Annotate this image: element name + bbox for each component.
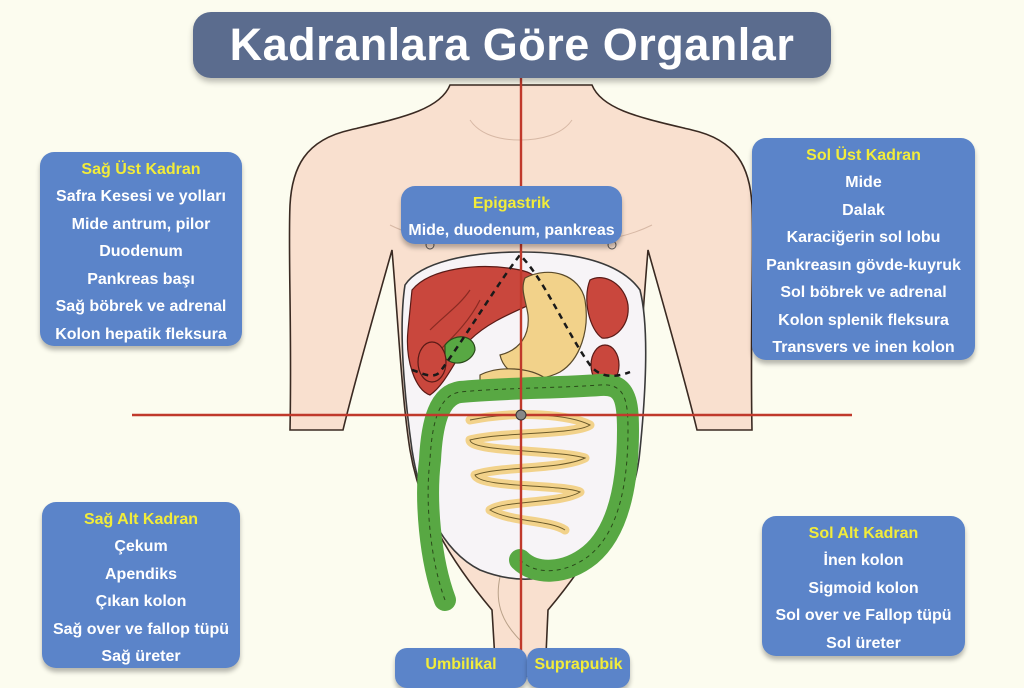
region-heading: Epigastrik xyxy=(472,195,551,212)
spleen xyxy=(586,277,629,339)
kidney-left xyxy=(417,341,447,383)
page-title: Kadranlara Göre Organlar xyxy=(193,12,831,78)
colon-outline xyxy=(427,384,629,601)
small-intestine-outline xyxy=(469,414,591,531)
region-heading: Sol Alt Kadran xyxy=(808,525,919,542)
organ-item: Karaciğerin sol lobu xyxy=(786,229,941,246)
groin-line xyxy=(497,576,521,641)
organ-item: Sol böbrek ve adrenal xyxy=(780,284,947,301)
organ-item: Pankreas başı xyxy=(87,270,195,288)
region-heading: Umbilikal xyxy=(425,656,497,673)
region-heading: Sağ Alt Kadran xyxy=(83,511,199,528)
organ-item: Mide antrum, pilor xyxy=(71,215,211,233)
region-umbilikal: Umbilikal xyxy=(395,648,527,688)
organ-item: Mide, duodenum, pankreas xyxy=(408,222,615,239)
epigastric-boundary xyxy=(411,253,631,378)
region-heading: Sol Üst Kadran xyxy=(806,147,921,164)
region-heading: Sağ Üst Kadran xyxy=(81,161,201,178)
organ-item: Sol üreter xyxy=(826,634,901,652)
organ-item: Apendiks xyxy=(104,565,177,583)
liver-vessels xyxy=(429,289,481,351)
organ-item: Sol over ve Fallop tüpü xyxy=(775,607,952,624)
organ-item: Mide xyxy=(845,174,882,191)
organ-item: İnen kolon xyxy=(823,552,904,569)
region-sol-alt-kadran: Sol Alt Kadran İnen kolon Sigmoid kolon … xyxy=(762,516,965,656)
organ-item: Safra Kesesi ve yolları xyxy=(56,188,226,205)
organ-item: Kolon splenik fleksura xyxy=(778,311,949,329)
region-epigastrik: Epigastrik Mide, duodenum, pankreas xyxy=(401,186,622,244)
organ-item: Sağ over ve fallop tüpü xyxy=(52,620,230,638)
organ-item: Sağ üreter xyxy=(101,648,181,665)
region-sag-ust-kadran: Sağ Üst Kadran Safra Kesesi ve yolları M… xyxy=(40,152,242,346)
organ-item: Sağ böbrek ve adrenal xyxy=(55,298,227,315)
organ-item: Çekum xyxy=(114,538,168,555)
organ-item: Transvers ve inen kolon xyxy=(772,339,955,356)
region-sol-ust-kadran: Sol Üst Kadran Mide Dalak Karaciğerin so… xyxy=(752,138,975,360)
region-heading: Suprapubik xyxy=(534,656,623,673)
organ-item: Sigmoid kolon xyxy=(808,579,919,597)
umbilicus-marker xyxy=(515,409,527,421)
region-suprapubik: Suprapubik xyxy=(527,648,630,688)
organ-item: Duodenum xyxy=(99,243,183,260)
organ-item: Çıkan kolon xyxy=(95,593,187,610)
organ-item: Kolon hepatik fleksura xyxy=(55,325,227,343)
region-sag-alt-kadran: Sağ Alt Kadran Çekum Apendiks Çıkan kolo… xyxy=(42,502,240,668)
organ-item: Dalak xyxy=(842,201,885,219)
organ-item: Pankreasın gövde-kuyruk xyxy=(766,256,961,274)
gallbladder xyxy=(444,336,476,364)
